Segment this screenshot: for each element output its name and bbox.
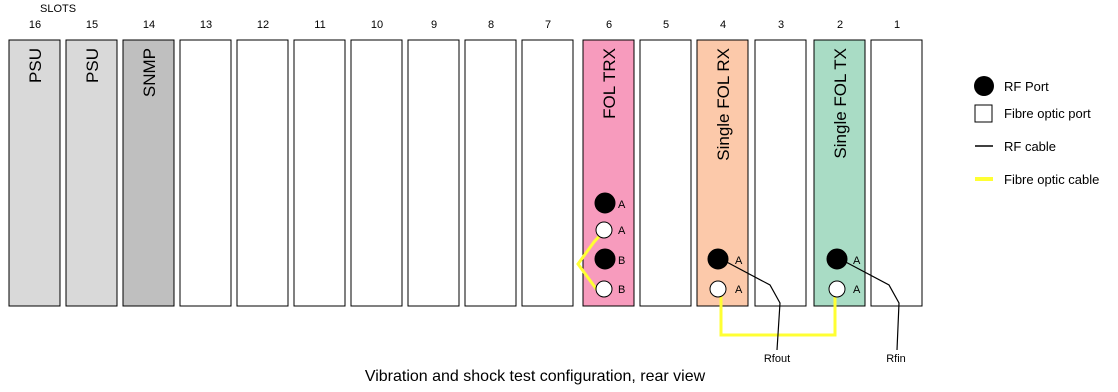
rf-cables xyxy=(720,258,900,351)
rf-port xyxy=(594,248,616,270)
card-label-snmp: SNMP xyxy=(140,48,159,97)
slot-cards: 16 PSU 15 PSU 14 SNMP 13 12 11 10 xyxy=(8,19,923,307)
port-label: A xyxy=(735,284,743,296)
slot-14: 14 SNMP xyxy=(122,19,175,307)
slot-number: 7 xyxy=(545,19,551,31)
card-label-fol-trx: FOL TRX xyxy=(600,48,619,119)
fibre-optic-port xyxy=(709,280,727,298)
slot-card-single-fol-tx xyxy=(813,39,866,307)
port-label: A xyxy=(618,225,626,237)
slot-number: 8 xyxy=(488,19,494,31)
rf-port xyxy=(826,248,848,270)
port-label: A xyxy=(618,199,626,211)
slot-number: 15 xyxy=(86,19,98,31)
slot-10: 10 xyxy=(350,19,403,307)
slot-number: 13 xyxy=(200,19,212,31)
rfout-label: Rfout xyxy=(764,353,790,365)
slot-6: 6 FOL TRX xyxy=(582,19,635,307)
slot-card-empty xyxy=(464,39,517,307)
rfin-label: Rfin xyxy=(886,353,906,365)
slot-3: 3 xyxy=(754,19,807,307)
slot-9: 9 xyxy=(407,19,460,307)
slot-2: 2 Single FOL TX xyxy=(813,19,866,307)
port-label: A xyxy=(853,284,861,296)
card-label-single-fol-tx: Single FOL TX xyxy=(831,48,850,159)
fibre-optic-port xyxy=(595,221,613,239)
slot-number: 1 xyxy=(894,19,900,31)
rf-port-icon xyxy=(974,76,994,96)
slot-card-empty xyxy=(639,39,692,307)
port-label: A xyxy=(735,255,743,267)
rf-port xyxy=(594,192,616,214)
rf-cable-rfout xyxy=(720,258,781,351)
slot-1: 1 xyxy=(870,19,923,307)
legend: RF Port Fibre optic port RF cable Fibre … xyxy=(974,76,1099,187)
slot-card-psu xyxy=(65,39,118,307)
slot-number: 5 xyxy=(663,19,669,31)
port-label: A xyxy=(853,255,861,267)
legend-rf-port: RF Port xyxy=(1004,79,1049,94)
slot-number: 16 xyxy=(29,19,41,31)
slot-card-empty xyxy=(870,39,923,307)
legend-fibre-port: Fibre optic port xyxy=(1004,106,1091,121)
card-label-psu: PSU xyxy=(26,48,45,83)
slot-8: 8 xyxy=(464,19,517,307)
rf-cable-rfin xyxy=(839,258,900,351)
port-label: B xyxy=(618,284,625,296)
fibre-optic-port xyxy=(828,280,846,298)
caption: Vibration and shock test configuration, … xyxy=(365,368,706,385)
ports: A A B B A A A A xyxy=(594,192,861,298)
port-label: B xyxy=(618,255,625,267)
slot-12: 12 xyxy=(236,19,289,307)
slot-number: 14 xyxy=(143,19,155,31)
legend-rf-cable: RF cable xyxy=(1004,139,1056,154)
slot-number: 2 xyxy=(837,19,843,31)
slot-card-empty xyxy=(179,39,232,307)
slot-number: 12 xyxy=(257,19,269,31)
slot-number: 4 xyxy=(720,19,726,31)
slots-header: SLOTS xyxy=(40,3,76,15)
slot-16: 16 PSU xyxy=(8,19,61,307)
card-label-psu: PSU xyxy=(83,48,102,83)
fibre-optic-port xyxy=(595,280,613,298)
slot-7: 7 xyxy=(521,19,574,307)
card-label-single-fol-rx: Single FOL RX xyxy=(714,48,733,161)
legend-fibre-cable: Fibre optic cable xyxy=(1004,172,1099,187)
fibre-optic-port-icon xyxy=(974,104,993,123)
slot-13: 13 xyxy=(179,19,232,307)
slot-number: 10 xyxy=(371,19,383,31)
slot-number: 6 xyxy=(606,19,612,31)
slot-card-snmp xyxy=(122,39,175,307)
slot-card-empty xyxy=(236,39,289,307)
slot-card-empty xyxy=(293,39,346,307)
rf-port xyxy=(707,248,729,270)
slot-card-psu xyxy=(8,39,61,307)
slot-card-empty xyxy=(407,39,460,307)
slot-card-empty xyxy=(521,39,574,307)
slot-number: 3 xyxy=(778,19,784,31)
slot-number: 11 xyxy=(314,19,325,31)
slot-number: 9 xyxy=(431,19,437,31)
slot-11: 11 xyxy=(293,19,346,307)
slot-card-empty xyxy=(754,39,807,307)
slot-5: 5 xyxy=(639,19,692,307)
slot-15: 15 PSU xyxy=(65,19,118,307)
slot-card-empty xyxy=(350,39,403,307)
